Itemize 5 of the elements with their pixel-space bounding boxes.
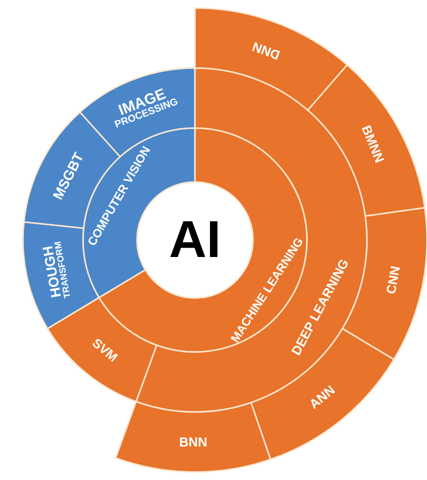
sector-label: BMNN [359,123,386,164]
center-title: AI [169,214,221,266]
sector-label: CNN [384,265,402,296]
sector-label: BNN [179,435,208,448]
sector-label: DNN [250,40,282,62]
